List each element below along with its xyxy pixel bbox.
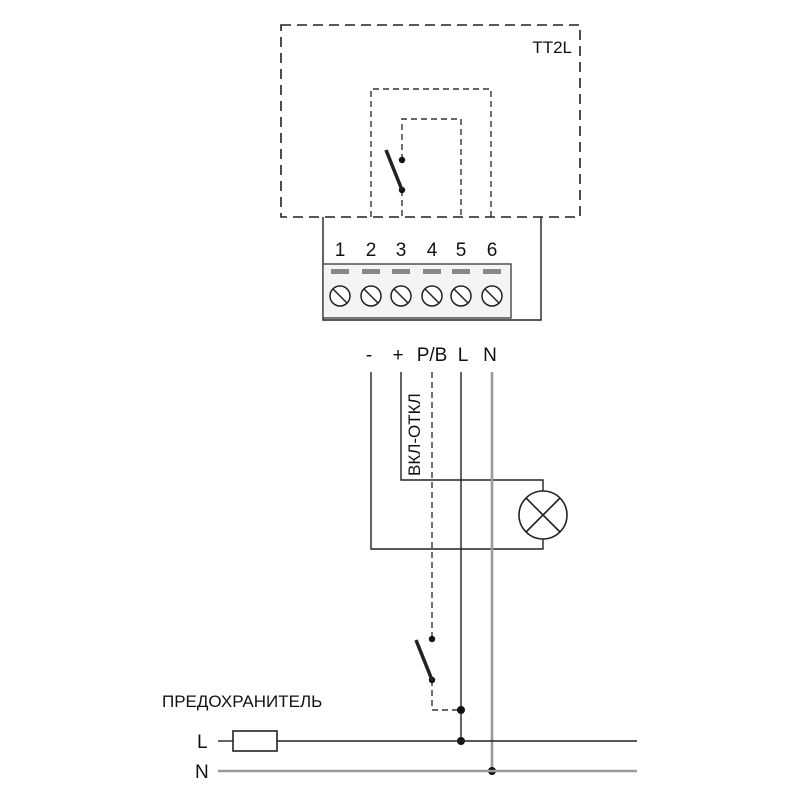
signal-label-3: P/B — [417, 345, 448, 366]
wire-minus — [370, 372, 544, 550]
terminal-screw-icon-3 — [390, 269, 412, 307]
internal-loop-inner — [401, 118, 462, 217]
terminal-screw-icon-6 — [481, 269, 503, 307]
terminal-number-6: 6 — [487, 240, 498, 261]
terminal-number-1: 1 — [335, 240, 346, 261]
switch-label: ВКЛ-ОТКЛ — [405, 393, 424, 476]
device-enclosure: TT2L — [280, 24, 581, 218]
line-L-label: L — [197, 732, 208, 753]
terminal-screw-icon-4 — [421, 269, 443, 307]
line-N-label: N — [195, 762, 209, 783]
terminal-number-4: 4 — [427, 240, 438, 261]
wiring — [370, 372, 544, 775]
terminal-screw-icon-1 — [329, 269, 351, 307]
device-model-label: TT2L — [532, 38, 572, 57]
signal-label-5: N — [483, 345, 497, 366]
terminal-screw-icon-5 — [450, 269, 472, 307]
lamp-icon — [518, 490, 568, 540]
junction-L-switch — [457, 706, 465, 714]
signal-label-1: - — [366, 345, 372, 366]
signal-label-2: + — [392, 345, 403, 366]
wire-pb-return — [431, 680, 461, 711]
switch-icon — [414, 635, 436, 684]
terminal-number-3: 3 — [396, 240, 407, 261]
signal-label-4: L — [458, 345, 469, 366]
fuse-label: ПРЕДОХРАНИТЕЛЬ — [162, 692, 322, 711]
terminal-strip — [322, 263, 512, 319]
fuse-icon — [232, 730, 278, 752]
internal-loop-outer — [370, 88, 492, 217]
terminal-number-2: 2 — [366, 240, 377, 261]
terminal-number-5: 5 — [456, 240, 467, 261]
terminal-screw-icon-2 — [360, 269, 382, 307]
relay-contact-icon — [384, 149, 406, 194]
device-outline — [280, 24, 581, 218]
wire-plus — [400, 372, 544, 491]
mains: ПРЕДОХРАНИТЕЛЬ L N — [162, 692, 637, 783]
